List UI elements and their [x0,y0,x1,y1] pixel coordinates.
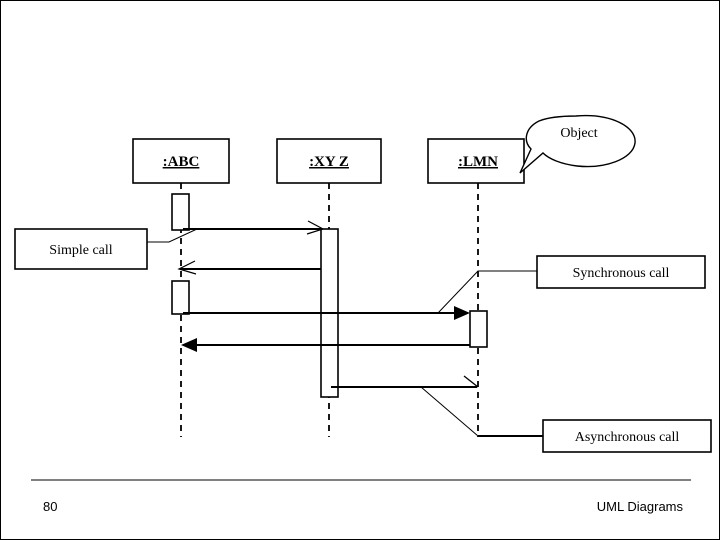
arrowhead-open-1 [306,220,325,235]
object-box-lmn[interactable] [427,138,525,184]
footer-title: UML Diagrams [597,499,684,514]
note-box-simple-call[interactable] [14,228,148,270]
object-callout-bubble[interactable]: Object [519,114,636,174]
lifeline-header-lmn[interactable]: :LMN [427,138,525,184]
bubble-label-object: Object [560,126,597,141]
arrowhead-filled-1 [454,306,470,320]
arrowhead-filled-2 [181,338,197,352]
note-box-synchronous-call[interactable] [536,255,706,289]
note-box-asynchronous-call[interactable] [542,419,712,453]
activation-abc-2 [171,280,190,315]
activation-abc-1 [171,193,190,231]
message-simple-call[interactable] [183,220,325,235]
annotation-asynchronous-call[interactable]: Asynchronous call [420,386,712,453]
message-return-2[interactable] [181,338,470,352]
annotation-simple-call[interactable]: Simple call [14,228,198,270]
lifeline-header-abc[interactable]: :ABC [132,138,230,184]
message-synchronous-call[interactable] [183,306,470,320]
object-box-xyz[interactable] [276,138,382,184]
footer-page-number: 80 [43,499,57,514]
object-label-abc: :ABC [163,154,200,170]
annotation-synchronous-call[interactable]: Synchronous call [437,255,706,314]
message-return-1[interactable] [177,260,321,275]
message-asynchronous-call[interactable] [331,375,479,388]
note-label-synchronous-call: Synchronous call [573,266,670,281]
arrowhead-half-1 [463,375,479,388]
note-label-asynchronous-call: Asynchronous call [575,430,680,445]
arrowhead-open-2 [177,260,197,275]
leader-line-synchronous-call [437,270,537,314]
lifeline-header-xyz[interactable]: :XY Z [276,138,382,184]
leader-line-simple-call [147,228,198,243]
object-box-abc[interactable] [132,138,230,184]
object-label-lmn: :LMN [458,154,498,170]
note-label-simple-call: Simple call [49,243,112,258]
object-label-xyz: :XY Z [309,154,349,170]
bubble-shape-object [519,114,636,174]
leader-line-asynchronous-call [420,386,543,437]
activation-lmn-1 [469,310,488,348]
